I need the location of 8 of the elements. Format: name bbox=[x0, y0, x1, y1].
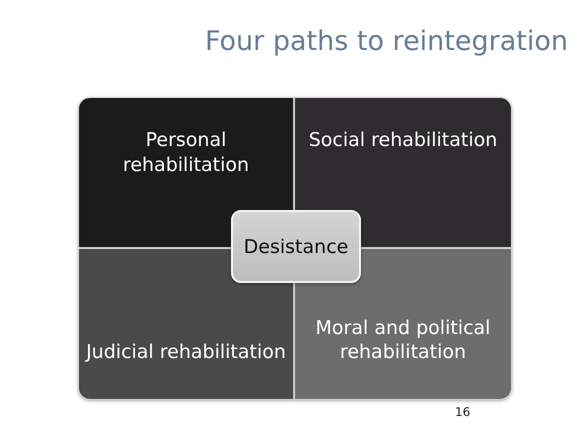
quadrant-label: Moral and political rehabilitation bbox=[314, 316, 492, 365]
slide-title: Four paths to reintegration bbox=[204, 26, 568, 57]
center-label: Desistance bbox=[244, 236, 348, 258]
quadrant-label: Judicial rehabilitation bbox=[86, 340, 286, 365]
quadrant-label: Social rehabilitation bbox=[308, 128, 498, 153]
quadrant-label: Personal rehabilitation bbox=[122, 128, 250, 178]
center-box bbox=[231, 210, 361, 283]
page-number: 16 bbox=[455, 405, 470, 419]
